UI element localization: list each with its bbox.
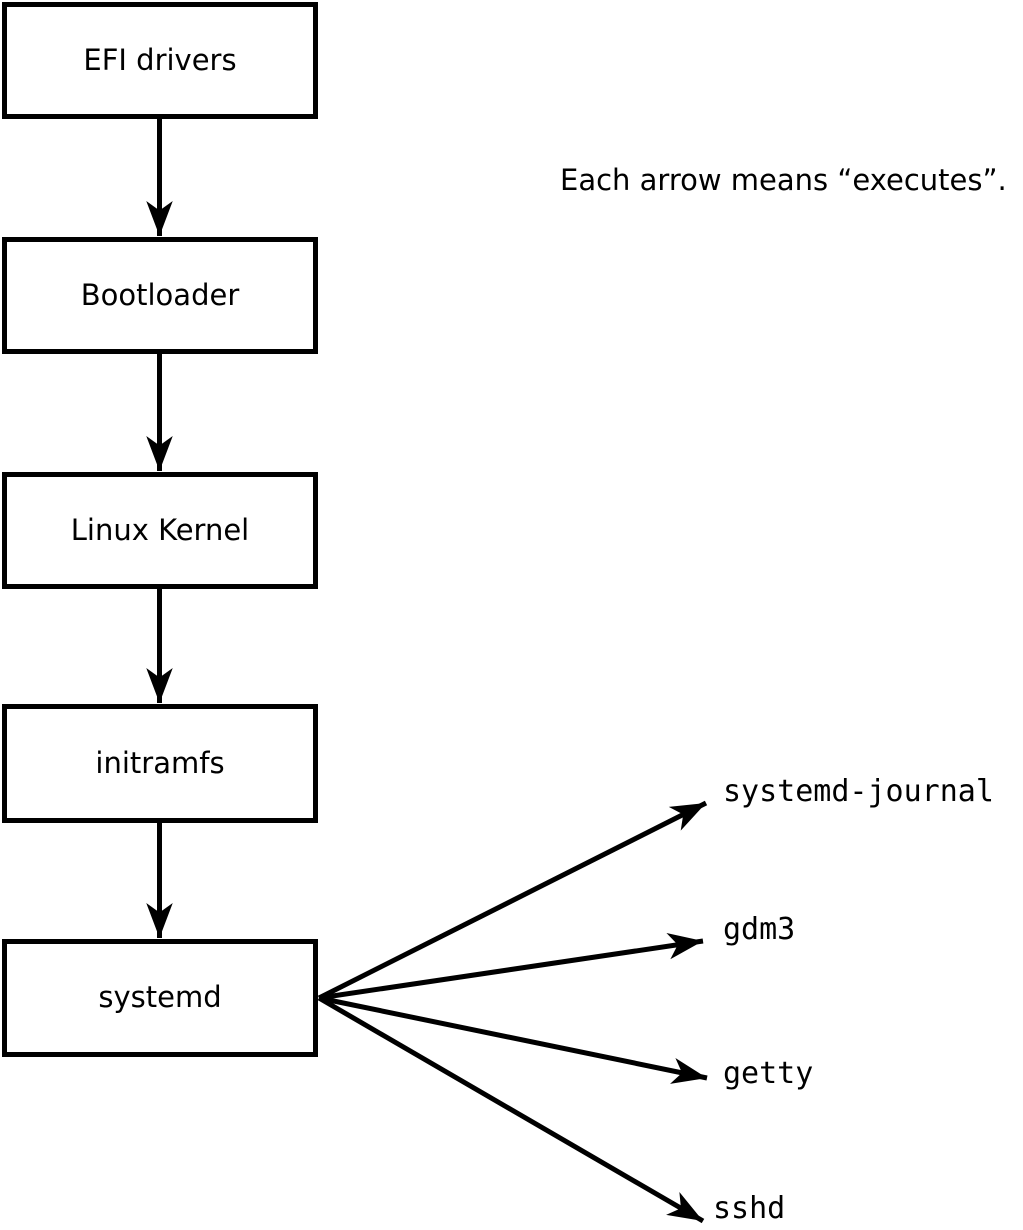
process-label-sshd: sshd: [713, 1191, 786, 1226]
process-label-systemd-journal: systemd-journal: [723, 774, 994, 809]
arrow-systemd-to-getty: [318, 995, 708, 1084]
node-efi-drivers: EFI drivers: [2, 2, 318, 119]
node-systemd: systemd: [2, 939, 318, 1057]
node-linux-kernel-label: Linux Kernel: [70, 512, 250, 547]
arrow-systemd-to-gdm3: [318, 933, 704, 1001]
node-systemd-label: systemd: [98, 980, 222, 1015]
node-bootloader-label: Bootloader: [80, 277, 240, 312]
process-label-gdm3: gdm3: [723, 912, 796, 947]
process-label-getty: getty: [723, 1056, 814, 1091]
node-efi-drivers-label: EFI drivers: [83, 42, 237, 77]
legend-note: Each arrow means “executes”.: [560, 163, 1007, 197]
arrow-systemd-to-sshd: [317, 995, 705, 1224]
arrow-systemd-to-journal: [317, 800, 708, 1001]
node-initramfs: initramfs: [2, 704, 318, 823]
node-initramfs-label: initramfs: [95, 745, 225, 780]
node-bootloader: Bootloader: [2, 237, 318, 354]
node-linux-kernel: Linux Kernel: [2, 472, 318, 589]
